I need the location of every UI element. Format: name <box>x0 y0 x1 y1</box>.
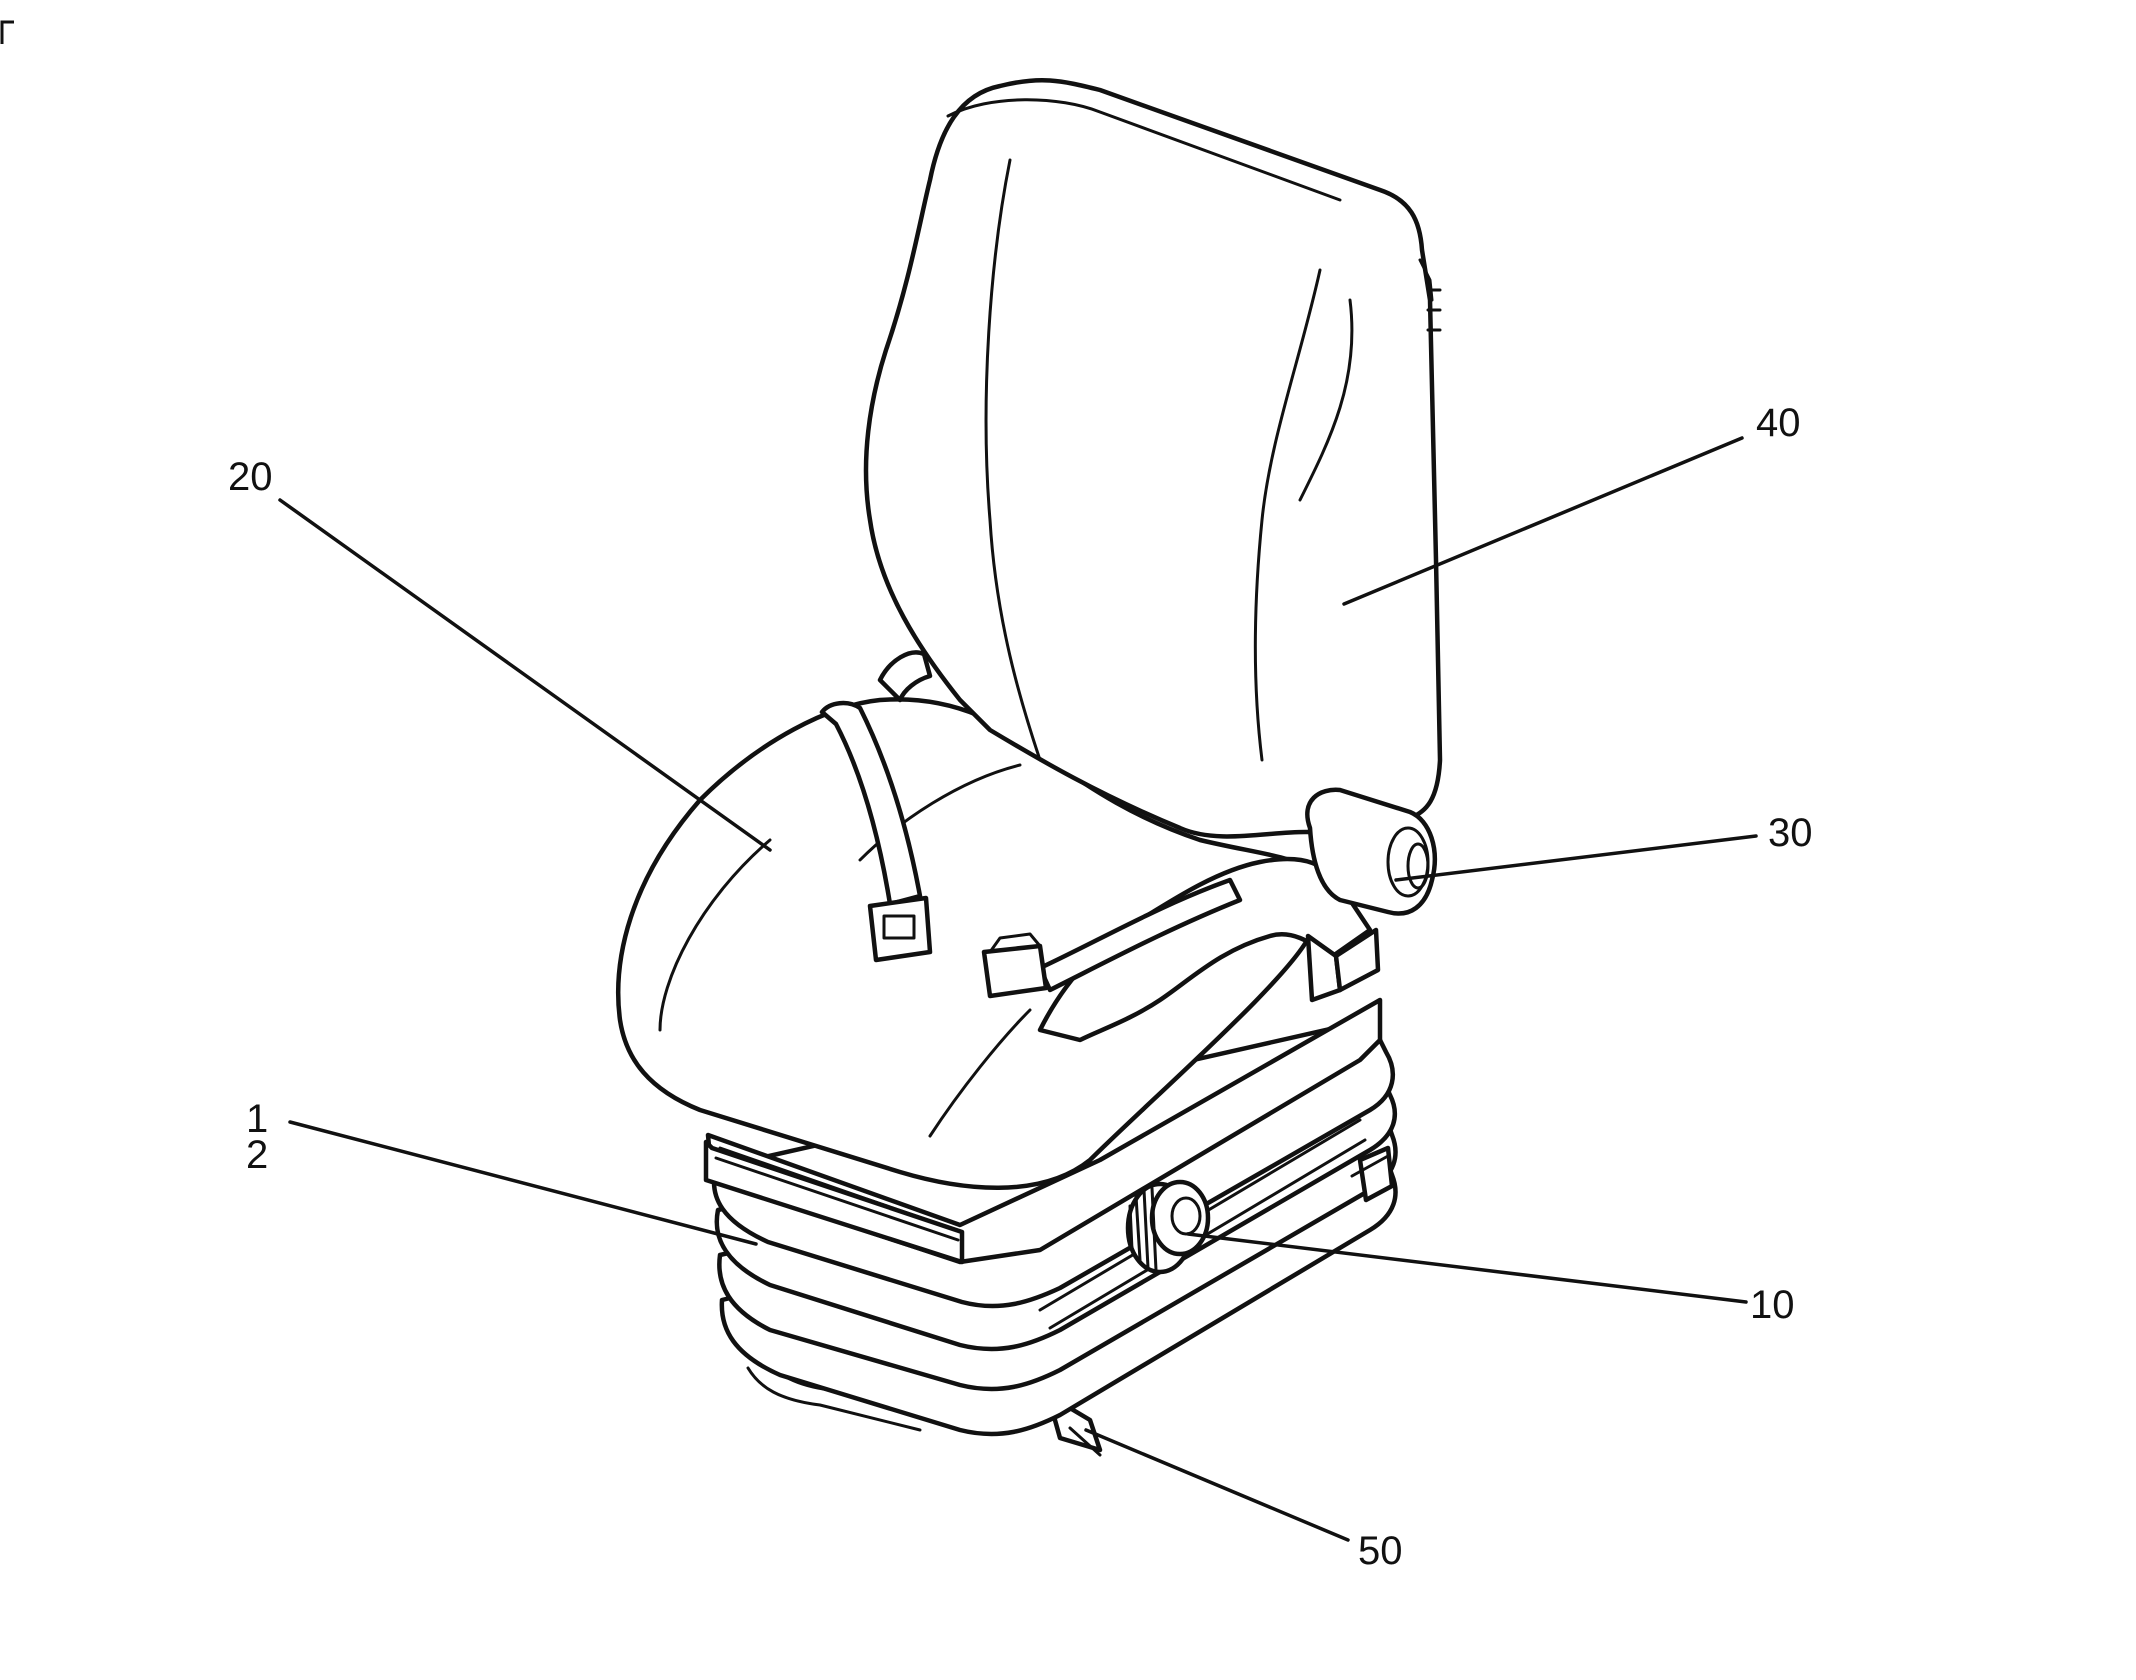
leader-30 <box>1394 834 1758 882</box>
leader-1-2 <box>288 1120 758 1246</box>
leader-50 <box>1084 1428 1350 1542</box>
leader-lines <box>278 436 1758 1542</box>
seat-cushion <box>616 697 1381 1190</box>
callout-40: 40 <box>1756 401 1801 445</box>
callout-10: 10 <box>1750 1283 1795 1327</box>
backrest <box>863 78 1443 841</box>
callout-labels: 20 40 30 1 2 10 50 <box>228 401 1813 1573</box>
backrest-adjust-knob <box>1305 787 1437 916</box>
callout-1: 1 <box>246 1097 268 1141</box>
callout-30: 30 <box>1768 811 1813 855</box>
leader-10 <box>1186 1232 1748 1304</box>
corner-mark <box>0 20 14 44</box>
leader-20 <box>278 498 772 852</box>
seat-belt <box>819 700 1243 999</box>
leader-40 <box>1342 436 1744 606</box>
callout-50: 50 <box>1358 1529 1403 1573</box>
callout-2: 2 <box>246 1133 268 1177</box>
callout-20: 20 <box>228 455 273 499</box>
